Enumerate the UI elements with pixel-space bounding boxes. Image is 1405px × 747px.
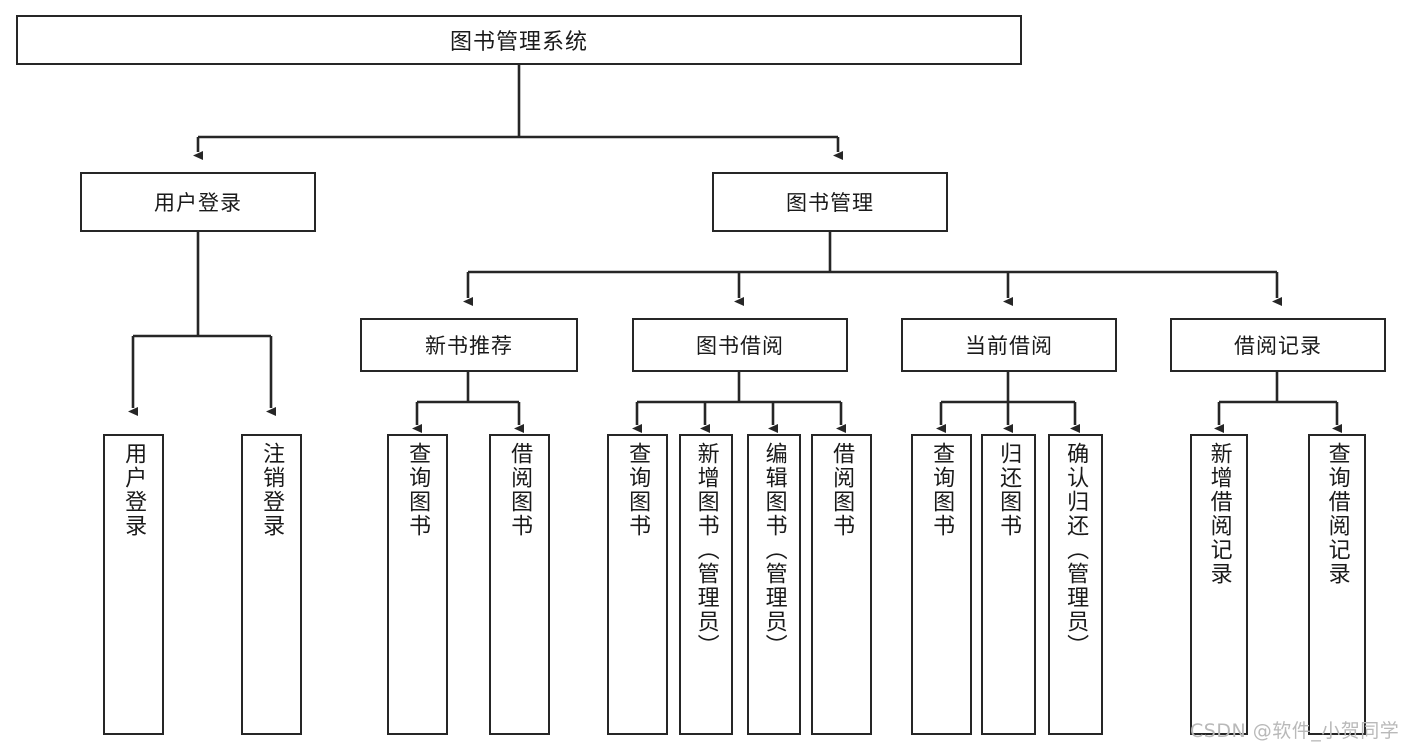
node-leaf-borrow-book-2-label: 借阅图书 — [829, 442, 855, 538]
node-book-borrow-label: 图书借阅 — [696, 334, 784, 358]
node-current-borrow[interactable]: 当前借阅 — [901, 318, 1117, 372]
node-book-borrow[interactable]: 图书借阅 — [632, 318, 848, 372]
node-leaf-query-record[interactable]: 查询借阅记录 — [1308, 434, 1366, 735]
node-leaf-add-record-label: 新增借阅记录 — [1206, 442, 1232, 586]
node-borrow-record[interactable]: 借阅记录 — [1170, 318, 1386, 372]
node-leaf-query-book-1[interactable]: 查询图书 — [387, 434, 448, 735]
node-leaf-logout-label: 注销登录 — [259, 442, 285, 538]
node-book-manage-label: 图书管理 — [786, 191, 874, 215]
node-root[interactable]: 图书管理系统 — [16, 15, 1022, 65]
node-leaf-query-book-3-label: 查询图书 — [929, 442, 955, 538]
node-user-login-label: 用户登录 — [154, 191, 242, 215]
node-leaf-query-record-label: 查询借阅记录 — [1324, 442, 1350, 586]
node-leaf-add-record[interactable]: 新增借阅记录 — [1190, 434, 1248, 735]
node-leaf-return-book[interactable]: 归还图书 — [981, 434, 1036, 735]
node-new-book-rec-label: 新书推荐 — [425, 334, 513, 358]
node-new-book-rec[interactable]: 新书推荐 — [360, 318, 578, 372]
node-leaf-borrow-book-1[interactable]: 借阅图书 — [489, 434, 550, 735]
node-leaf-confirm-return[interactable]: 确认归还（管理员） — [1048, 434, 1103, 735]
node-leaf-user-login[interactable]: 用户登录 — [103, 434, 164, 735]
node-leaf-user-login-label: 用户登录 — [121, 442, 147, 538]
node-leaf-query-book-2[interactable]: 查询图书 — [607, 434, 668, 735]
csdn-watermark: CSDN @软件_小贺同学 — [1190, 720, 1400, 742]
node-leaf-edit-book[interactable]: 编辑图书（管理员） — [747, 434, 801, 735]
node-leaf-logout[interactable]: 注销登录 — [241, 434, 302, 735]
node-leaf-borrow-book-2[interactable]: 借阅图书 — [811, 434, 872, 735]
node-current-borrow-label: 当前借阅 — [965, 334, 1053, 358]
node-user-login[interactable]: 用户登录 — [80, 172, 316, 232]
node-book-manage[interactable]: 图书管理 — [712, 172, 948, 232]
node-leaf-borrow-book-1-label: 借阅图书 — [507, 442, 533, 538]
node-leaf-confirm-return-label: 确认归还（管理员） — [1063, 442, 1089, 658]
node-borrow-record-label: 借阅记录 — [1234, 334, 1322, 358]
node-leaf-query-book-1-label: 查询图书 — [405, 442, 431, 538]
node-leaf-query-book-3[interactable]: 查询图书 — [911, 434, 972, 735]
node-leaf-query-book-2-label: 查询图书 — [625, 442, 651, 538]
node-leaf-add-book[interactable]: 新增图书（管理员） — [679, 434, 733, 735]
node-root-label: 图书管理系统 — [449, 30, 588, 55]
node-leaf-return-book-label: 归还图书 — [996, 442, 1022, 538]
node-leaf-add-book-label: 新增图书（管理员） — [693, 442, 719, 658]
node-leaf-edit-book-label: 编辑图书（管理员） — [761, 442, 787, 658]
